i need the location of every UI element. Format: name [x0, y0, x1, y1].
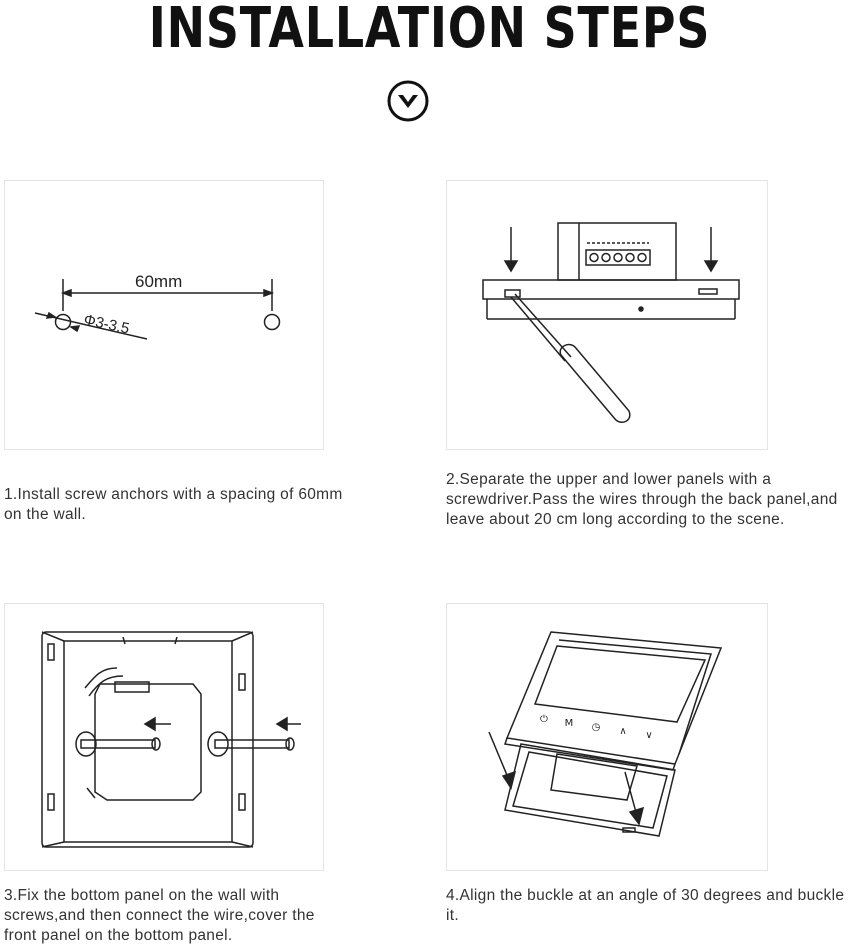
- clock-button-icon: ◷: [592, 722, 601, 733]
- step-3-illustration: [4, 603, 324, 871]
- chevron-down-circle-icon: [387, 80, 429, 122]
- dimension-label: 60mm: [135, 272, 182, 291]
- up-button-icon: ∧: [619, 726, 626, 737]
- diameter-label: Φ3-3.5: [82, 311, 131, 337]
- page-title: INSTALLATION STEPS: [148, 0, 711, 61]
- step-2-caption: 2.Separate the upper and lower panels wi…: [446, 471, 838, 528]
- step-1-caption: 1.Install screw anchors with a spacing o…: [4, 486, 343, 523]
- step-3-caption: 3.Fix the bottom panel on the wall with …: [4, 887, 315, 944]
- down-button-icon: ∨: [645, 730, 652, 741]
- step-4-illustration: ⏻ M ◷ ∧ ∨: [446, 603, 768, 871]
- step-2-illustration: [446, 180, 768, 450]
- step-1-illustration: 60mm Φ3-3.5: [4, 180, 324, 450]
- power-button-icon: ⏻: [540, 714, 548, 725]
- mode-button-icon: M: [565, 718, 574, 729]
- step-4-caption: 4.Align the buckle at an angle of 30 deg…: [446, 887, 845, 924]
